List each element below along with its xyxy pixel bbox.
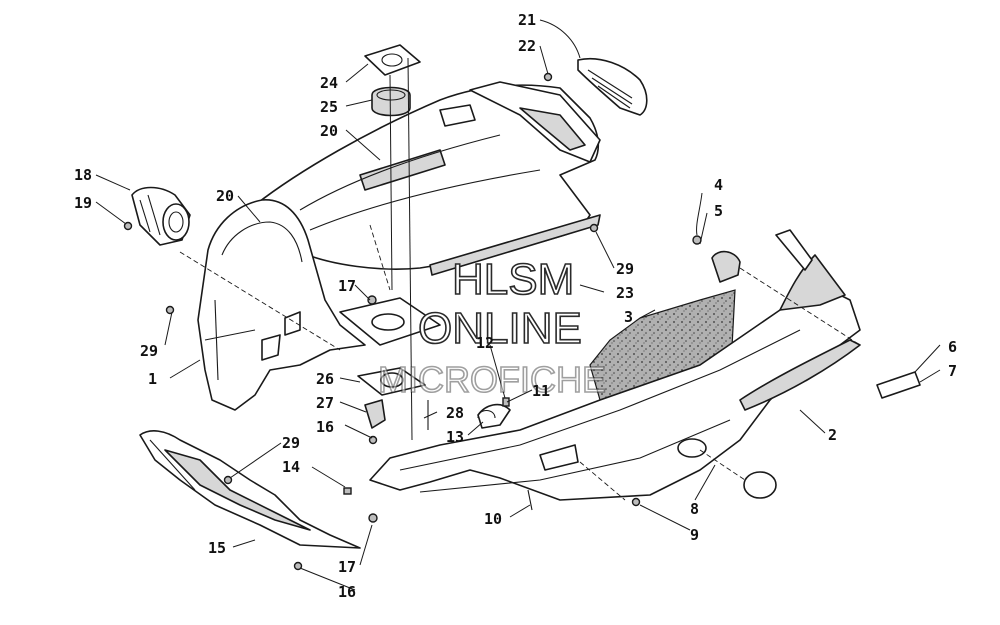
callout-label: 24 <box>320 74 338 92</box>
callout-label: 15 <box>208 539 226 557</box>
watermark: HLSM ONLINE MICROFICHE <box>377 254 607 401</box>
bellows-boot-part <box>131 186 191 246</box>
callout-label: 7 <box>948 362 957 380</box>
belly-pan-part <box>369 229 861 501</box>
callout-label: 16 <box>338 583 356 601</box>
callout-label: 29 <box>140 342 158 360</box>
callout-label: 20 <box>320 122 338 140</box>
callout-label: 20 <box>216 187 234 205</box>
callout-label: 13 <box>446 428 464 446</box>
callout-label: 26 <box>316 370 334 388</box>
callout-label: 11 <box>532 382 550 400</box>
watermark-line-1: HLSM <box>452 255 574 304</box>
callout-label: 29 <box>616 260 634 278</box>
callout-label: 18 <box>74 166 92 184</box>
callout-label: 5 <box>714 202 723 220</box>
center-mount-part <box>339 44 441 441</box>
callout-label: 23 <box>616 284 634 302</box>
callout-label: 9 <box>690 526 699 544</box>
callout-labels: 1 2 3 4 5 6 7 8 9 10 11 12 13 14 15 16 1… <box>74 11 957 601</box>
callout-label: 1 <box>148 370 157 388</box>
left-side-panel-part <box>197 199 366 411</box>
callout-label: 6 <box>948 338 957 356</box>
callout-label: 2 <box>828 426 837 444</box>
leader-lines <box>95 19 941 591</box>
callout-label: 19 <box>74 194 92 212</box>
alignment-lines <box>179 224 861 501</box>
watermark-line-3: MICROFICHE <box>378 359 606 400</box>
callout-label: 12 <box>476 334 494 352</box>
front-bumper-part <box>139 430 361 549</box>
callout-label: 4 <box>714 176 723 194</box>
callout-label: 8 <box>690 500 699 518</box>
watermark-line-2: ONLINE <box>418 304 582 353</box>
callout-label: 21 <box>518 11 536 29</box>
callout-label: 16 <box>316 418 334 436</box>
callout-label: 14 <box>282 458 300 476</box>
callout-label: 27 <box>316 394 334 412</box>
side-plate-part <box>711 250 921 399</box>
callout-label: 25 <box>320 98 338 116</box>
callout-label: 3 <box>624 308 633 326</box>
callout-label: 28 <box>446 404 464 422</box>
grille-part <box>577 57 648 116</box>
callout-label: 29 <box>282 434 300 452</box>
callout-label: 17 <box>338 277 356 295</box>
callout-label: 22 <box>518 37 536 55</box>
callout-label: 17 <box>338 558 356 576</box>
callout-label: 10 <box>484 510 502 528</box>
hardware-part <box>123 72 702 571</box>
